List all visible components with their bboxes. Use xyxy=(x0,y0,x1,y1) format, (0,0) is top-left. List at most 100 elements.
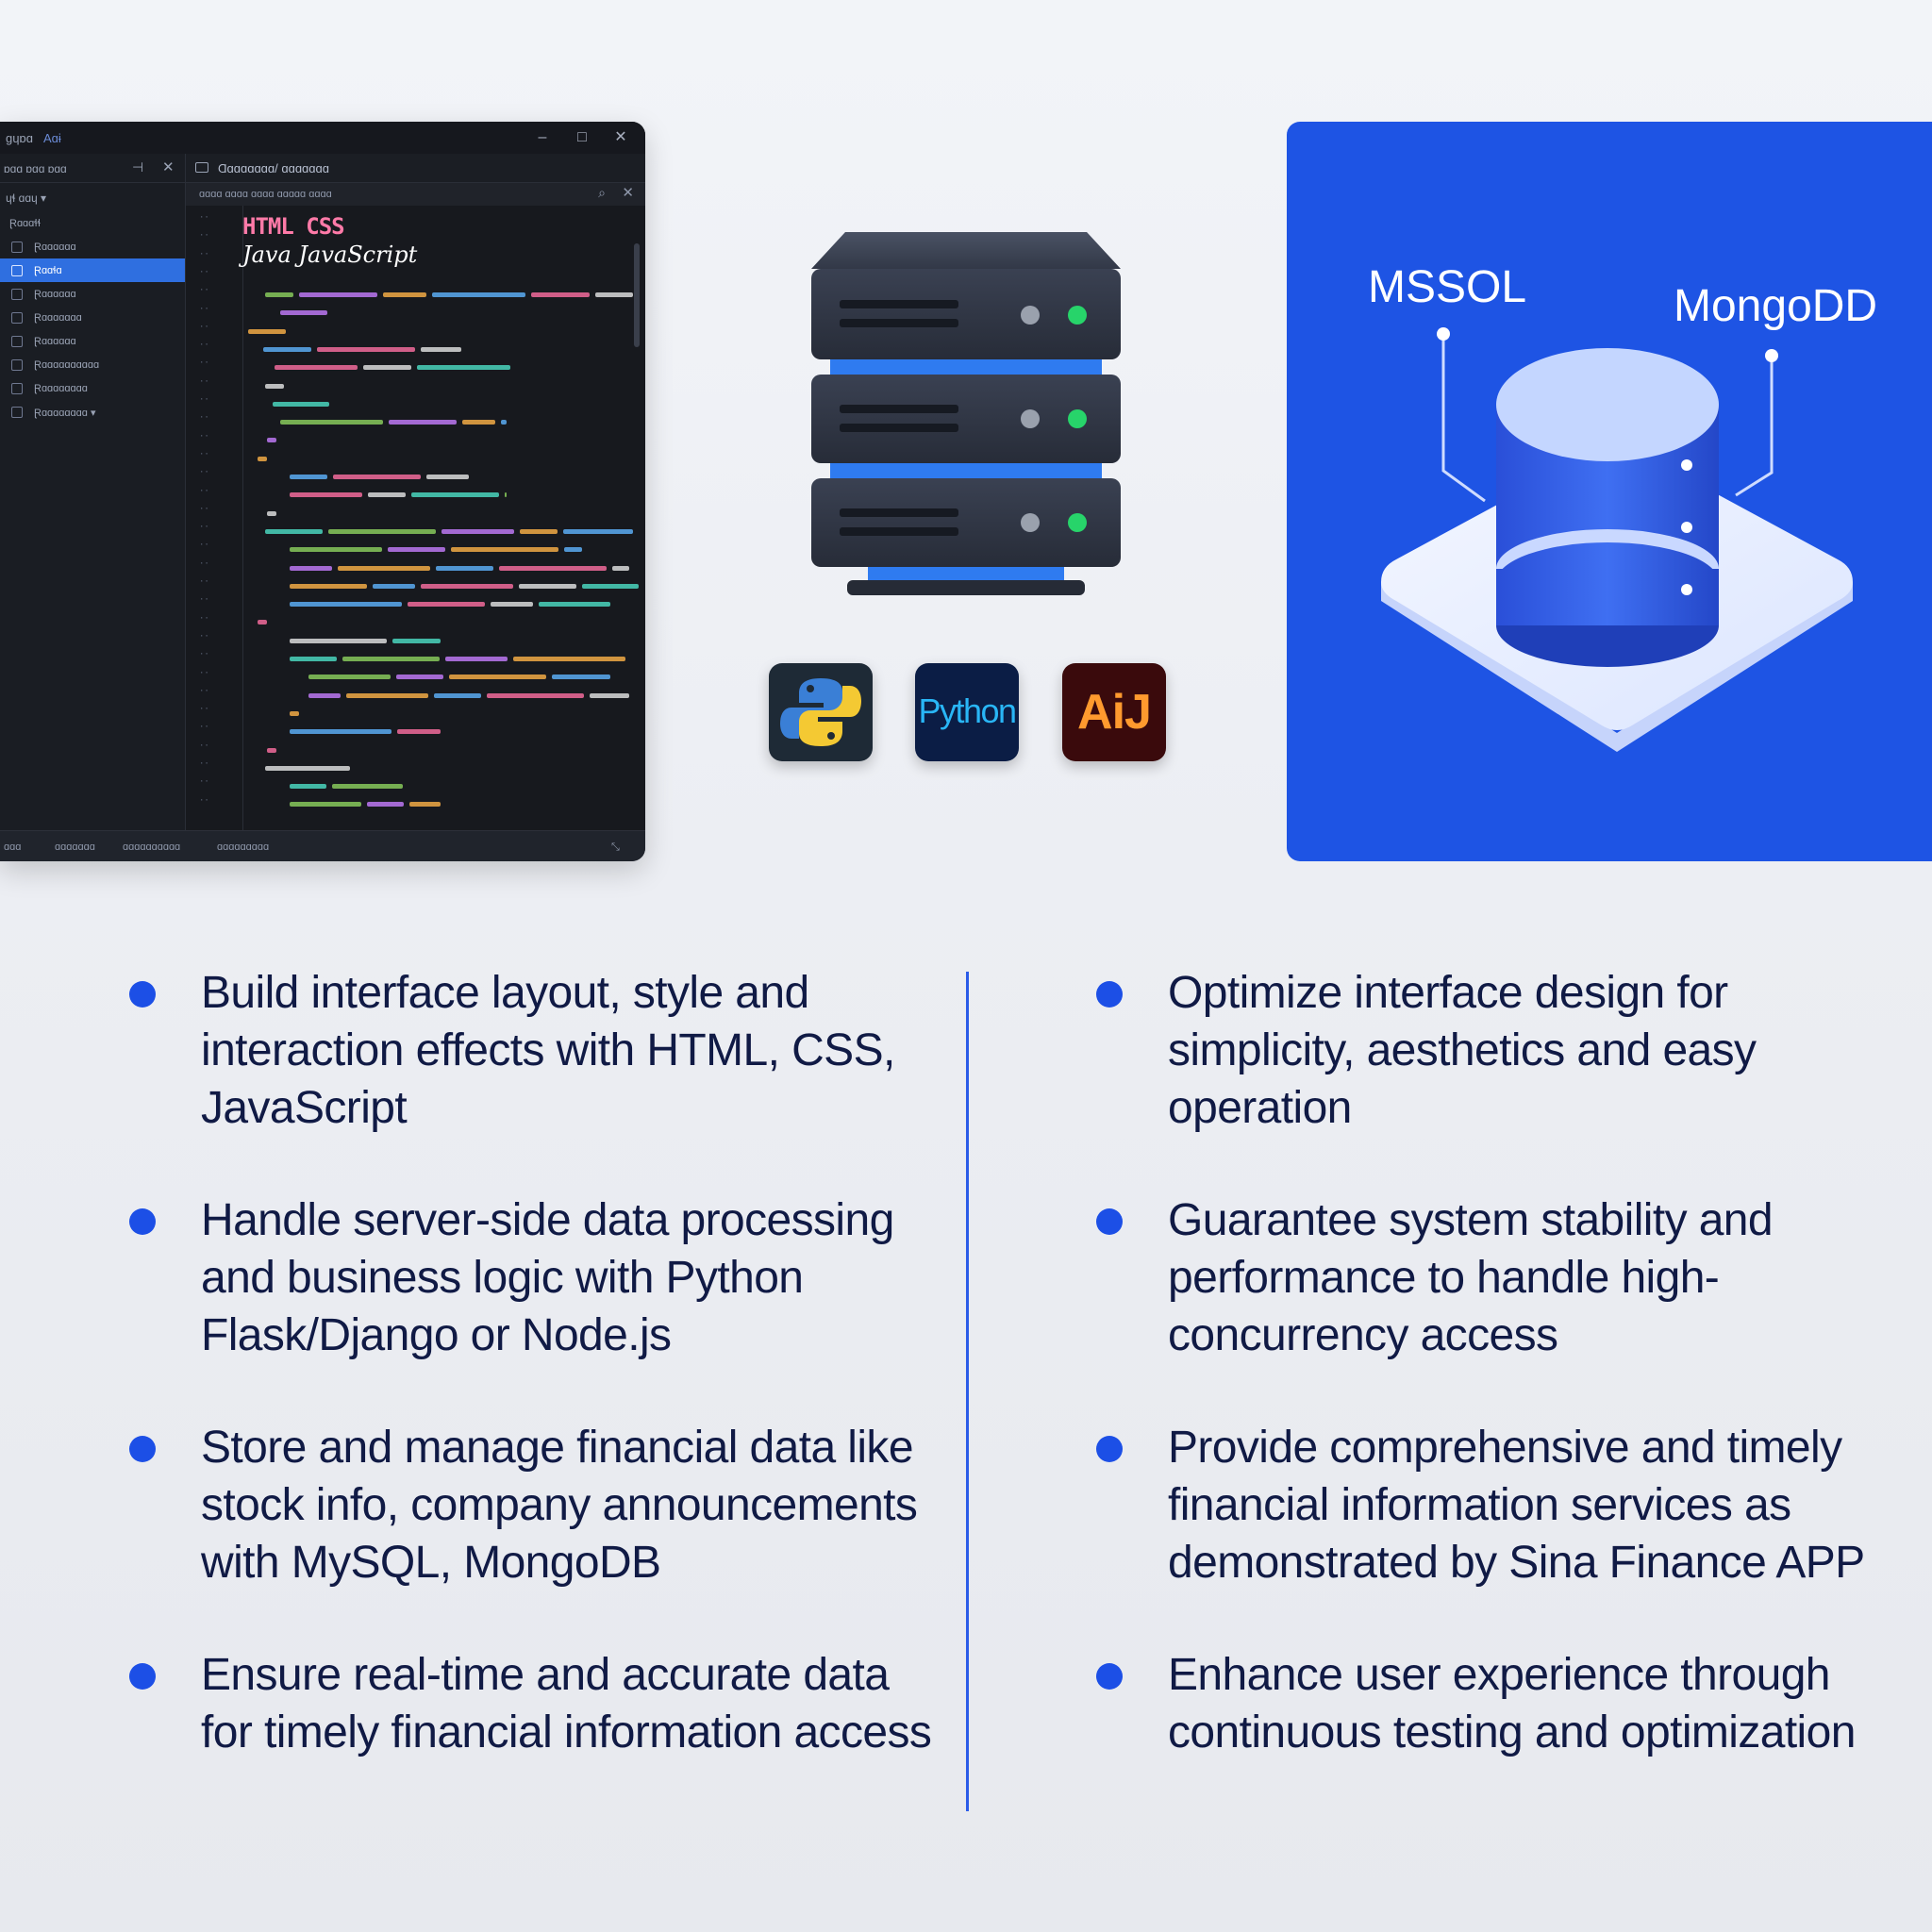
mongodb-label: MongoDD xyxy=(1674,281,1878,331)
minimize-icon[interactable]: – xyxy=(538,129,547,145)
line-number: ·· xyxy=(199,759,209,769)
bullet-icon xyxy=(1096,1208,1123,1235)
line-number-gutter: ········································… xyxy=(186,206,243,831)
pin-icon[interactable]: ⊣ xyxy=(132,159,144,175)
close-icon[interactable]: ✕ xyxy=(614,129,627,145)
code-token xyxy=(432,292,525,297)
line-number: ·· xyxy=(199,668,209,678)
sidebar-item[interactable]: Ɽɑɑɑɑɑɑɑɑ xyxy=(0,376,185,400)
sidebar-close-icon[interactable]: ✕ xyxy=(162,159,175,175)
sidebar-filter[interactable]: ɥɬ ɑɑɥ ▾ xyxy=(0,183,185,211)
python-tile-label: Python xyxy=(918,691,1017,730)
code-token xyxy=(445,657,508,661)
breadcrumb[interactable]: ɑɑɑɑ ɑɑɑɑ ɑɑɑɑ ɑɑɑɑɑ ɑɑɑɑ xyxy=(199,189,332,200)
status-bar: ɑɑɑ ɑɑɑɑɑɑɑ ɑɑɑɑɑɑɑɑɑɑ ɑɑɑɑɑɑɑɑɑ ⤡ xyxy=(0,830,645,861)
sidebar-item-label: Ɽɑɑɬɑ xyxy=(34,265,62,276)
code-token xyxy=(333,475,421,479)
server-unit xyxy=(811,375,1121,463)
status-light xyxy=(1068,306,1087,325)
code-token xyxy=(612,565,629,571)
code-token xyxy=(338,565,430,571)
status-item: ɑɑɑ xyxy=(4,841,22,853)
code-token xyxy=(267,438,276,443)
line-number: ·· xyxy=(199,558,209,569)
editor-titlebar: ɡɥɒɑ Aɑɨ – □ ✕ xyxy=(0,122,645,154)
sidebar-item[interactable]: Ɽɑɑɑɑɑɑɑ xyxy=(0,306,185,329)
bullet-icon xyxy=(129,1436,156,1462)
code-token xyxy=(520,528,558,534)
code-token xyxy=(449,675,546,680)
code-token xyxy=(299,292,377,297)
line-number: ·· xyxy=(199,358,209,369)
sidebar-item-active[interactable]: Ɽɑɑɬɑ xyxy=(0,258,185,282)
list-item: Handle server-side data processing and b… xyxy=(127,1191,948,1419)
search-icon[interactable]: ⌕ xyxy=(598,185,606,200)
sidebar-item-label: Ɽɑɑɑɑɑɑ xyxy=(34,242,76,253)
code-token xyxy=(487,692,584,698)
maximize-icon[interactable]: □ xyxy=(577,129,587,145)
code-token xyxy=(265,765,350,771)
line-number: ·· xyxy=(199,413,209,424)
sidebar-item-label: Ɽɑɑɑɑɑɑɑ xyxy=(34,312,82,324)
code-token xyxy=(263,346,311,352)
line-number: ·· xyxy=(199,705,209,715)
line-number: ·· xyxy=(199,486,209,496)
code-token xyxy=(290,602,402,608)
line-number: ·· xyxy=(199,395,209,405)
code-token xyxy=(397,729,441,735)
left-bullet-list: Build interface layout, style and intera… xyxy=(127,964,948,1874)
code-token xyxy=(267,747,276,753)
sidebar-item[interactable]: Ɽɑɑɑɑɑɑɑɑɑɑ xyxy=(0,353,185,376)
expand-icon[interactable]: ⤡ xyxy=(611,841,620,853)
bullet-icon xyxy=(1096,1663,1123,1690)
code-heading: HTML CSS xyxy=(242,213,345,240)
code-token xyxy=(258,620,267,625)
sidebar-item[interactable]: Ɽɑɑɑɑɑɑ xyxy=(0,282,185,306)
list-item-text: Enhance user experience through continuo… xyxy=(1168,1650,1856,1757)
code-token xyxy=(531,292,590,297)
list-item: Provide comprehensive and timely financi… xyxy=(1094,1419,1915,1646)
code-token xyxy=(552,675,610,680)
editor-app-name: ɡɥɒɑ xyxy=(6,131,33,145)
sidebar-item-label: Ɽɑɑɑɑɑɑɑɑ ▾ xyxy=(34,408,96,419)
file-tab-icon xyxy=(195,162,208,173)
code-token xyxy=(408,602,485,608)
status-light xyxy=(1068,513,1087,532)
code-token xyxy=(417,365,510,371)
file-icon xyxy=(11,265,23,276)
line-number: ·· xyxy=(199,213,209,223)
sidebar-item[interactable]: Ɽɑɑɑɑɑɑ xyxy=(0,329,185,353)
file-icon xyxy=(11,336,23,347)
code-editor-window: ɡɥɒɑ Aɑɨ – □ ✕ ɒɑɑ ɒɑɑ ɒɑɑ ⊣ ✕ ɥɬ ɑɑɥ ▾ … xyxy=(0,122,645,861)
close-icon[interactable]: ✕ xyxy=(622,185,634,201)
code-token xyxy=(426,475,469,479)
code-token xyxy=(275,365,358,371)
code-token xyxy=(396,675,443,680)
code-area[interactable]: ········································… xyxy=(186,206,645,831)
code-token xyxy=(409,802,441,808)
sidebar-title: ɒɑɑ ɒɑɑ ɒɑɑ xyxy=(4,162,67,175)
server-icon xyxy=(811,232,1121,595)
status-light xyxy=(1021,306,1040,325)
sidebar-root-label: Ɽɑɑɑɬɬ xyxy=(9,218,41,229)
line-number: ·· xyxy=(199,322,209,332)
sidebar-item[interactable]: Ɽɑɑɑɑɑɑ xyxy=(0,235,185,258)
code-token xyxy=(451,547,558,553)
code-token xyxy=(563,528,633,534)
list-item-text: Ensure real-time and accurate data for t… xyxy=(201,1650,932,1757)
sidebar-filter-label: ɥɬ ɑɑɥ ▾ xyxy=(6,192,47,205)
code-token xyxy=(436,565,493,571)
code-token xyxy=(290,729,391,735)
scrollbar[interactable] xyxy=(634,243,640,347)
code-token xyxy=(368,492,406,498)
editor-tab[interactable]: Ɑɑɑɑɑɑɑɑ/ ɑɑɑɑɑɑɑ xyxy=(218,161,329,175)
editor-app-menu[interactable]: Aɑɨ xyxy=(43,131,61,145)
editor-toolbar: ɑɑɑɑ ɑɑɑɑ ɑɑɑɑ ɑɑɑɑɑ ɑɑɑɑ ⌕ ✕ xyxy=(186,183,645,206)
code-token xyxy=(462,420,495,425)
sidebar-item[interactable]: Ɽɑɑɑɑɑɑɑɑ ▾ xyxy=(0,400,185,424)
line-number: ·· xyxy=(199,541,209,551)
code-token xyxy=(539,602,610,608)
code-token xyxy=(265,528,323,534)
list-item: Optimize interface design for simplicity… xyxy=(1094,964,1915,1191)
sidebar-root[interactable]: Ɽɑɑɑɬɬ xyxy=(0,211,185,235)
